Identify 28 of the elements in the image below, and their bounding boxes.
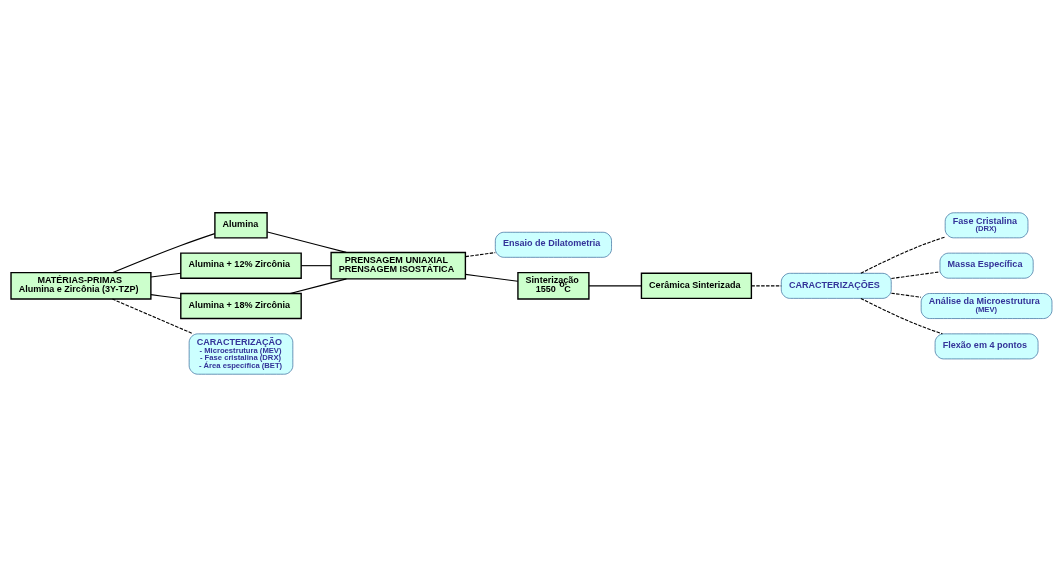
node-box: Fase Cristalina (DRX)	[944, 212, 1029, 239]
connector	[860, 236, 946, 274]
connector	[289, 278, 347, 295]
connector	[150, 272, 182, 278]
node-box: CARACTERIZAÇÃO - Microestrutura (MEV) - Fase cristalina (DRX) - Área específica (BET)	[188, 333, 294, 375]
node-box: Ensaio de Dilatometria	[494, 231, 612, 258]
connector	[266, 231, 347, 253]
connector	[300, 265, 332, 267]
connector	[112, 233, 216, 274]
node-box: Massa Específica	[939, 252, 1034, 279]
node-box: Análise da Microestrutura (MEV)	[920, 293, 1053, 319]
connector	[588, 285, 642, 287]
connector	[464, 273, 519, 282]
node-box: CARACTERIZAÇÕES	[780, 272, 892, 299]
connector	[750, 285, 782, 287]
connector	[890, 271, 941, 280]
node-box: Alumina + 18% Zircônia	[180, 292, 302, 320]
connector	[150, 294, 182, 299]
node-box: MATÉRIAS-PRIMAS Alumina e Zircônia (3Y-TZP)	[10, 271, 152, 300]
node-box: Flexão em 4 pontos	[934, 333, 1039, 360]
connector	[111, 298, 194, 335]
connector	[860, 297, 943, 335]
node-box: Cerâmica Sinterizada	[640, 272, 753, 300]
node-box: PRENSAGEM UNIAXIAL PRENSAGEM ISOSTÁTICA	[330, 251, 467, 280]
node-box: Alumina + 12% Zircônia	[180, 252, 302, 279]
connector	[464, 252, 496, 258]
connector	[890, 292, 922, 298]
node-box: Alumina	[214, 212, 268, 239]
